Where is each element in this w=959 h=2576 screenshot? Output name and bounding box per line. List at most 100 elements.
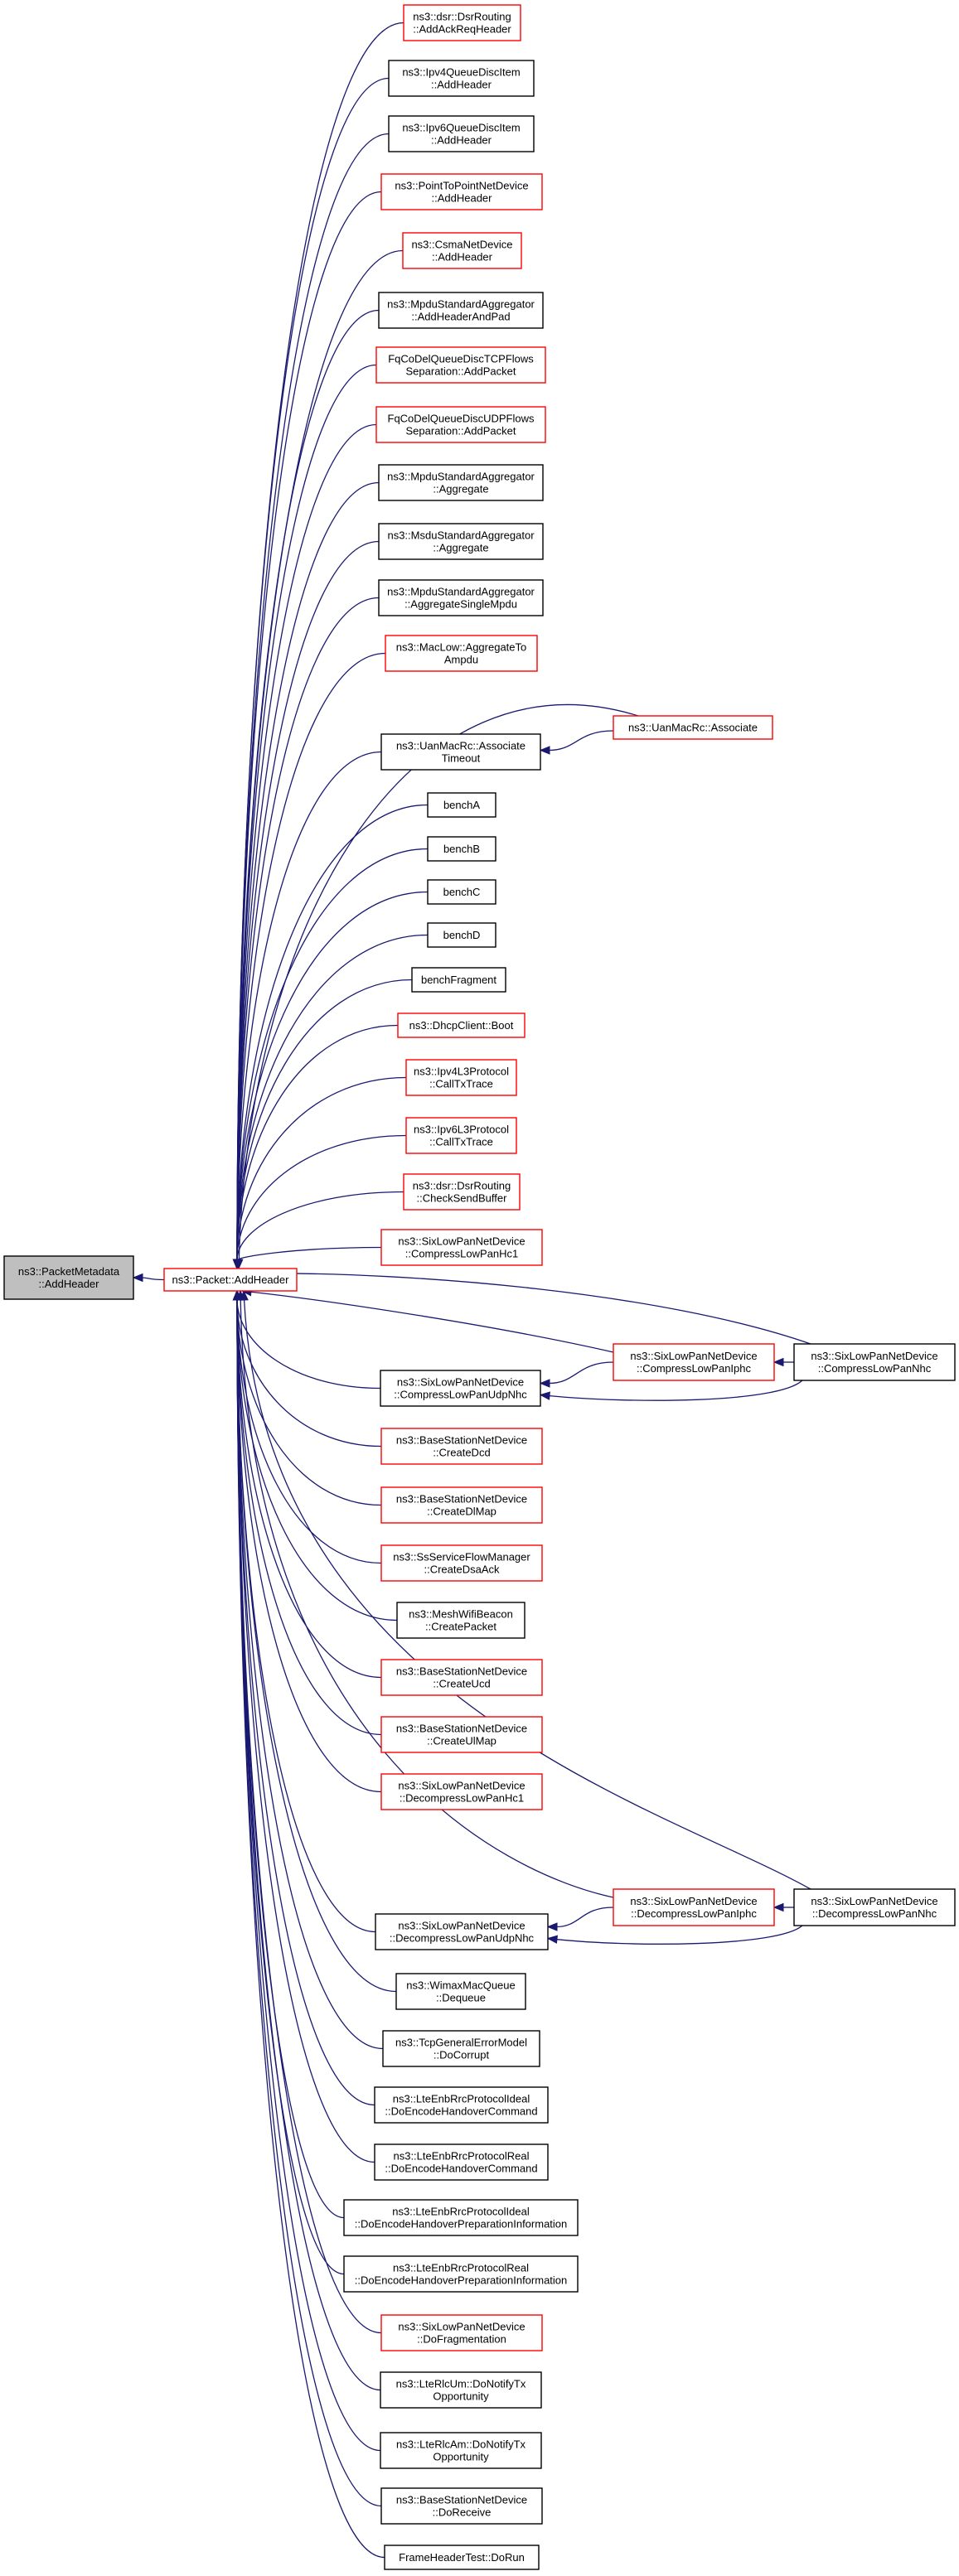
edge-line	[555, 1925, 803, 1945]
node-lteenbrrcideal-doencodehandovercommand[interactable]: ns3::LteEnbRrcProtocolIdeal::DoEncodeHan…	[374, 2086, 549, 2124]
node-label-line: ns3::Ipv6L3Protocol	[414, 1124, 509, 1136]
node-label-line: Timeout	[442, 752, 481, 765]
node-box	[375, 346, 546, 384]
node-bsnetdevice-doreceive[interactable]: ns3::BaseStationNetDevice::DoReceive	[380, 2487, 543, 2525]
node-label-line: benchA	[443, 799, 480, 811]
node-label-line: ::DoEncodeHandoverCommand	[385, 2163, 537, 2175]
node-sixlowpan-decompresslowpanudpnhc[interactable]: ns3::SixLowPanNetDevice::DecompressLowPa…	[375, 1913, 549, 1950]
edge-arrowhead	[773, 1902, 784, 1912]
node-sixlowpan-compresslowpanhc1[interactable]: ns3::SixLowPanNetDevice::CompressLowPanH…	[380, 1229, 543, 1266]
edge-line	[236, 1298, 384, 2050]
node-label-line: ::AddHeader	[39, 1278, 100, 1290]
node-label-line: benchFragment	[421, 974, 496, 986]
node-label-line: ::DoEncodeHandoverCommand	[385, 2105, 537, 2118]
node-mpdu-aggregate[interactable]: ns3::MpduStandardAggregator::Aggregate	[378, 464, 544, 501]
node-fqcodel-tcp-addpacket[interactable]: FqCoDelQueueDiscTCPFlowsSeparation::AddP…	[375, 346, 546, 384]
node-label-line: ns3::Packet::AddHeader	[172, 1274, 290, 1286]
edge-to-root	[132, 1273, 165, 1283]
edge-line	[236, 249, 404, 1261]
edge-decompressnhc-to-udpnhc	[546, 1925, 803, 1945]
node-box	[374, 2143, 549, 2181]
node-fqcodel-udp-addpacket[interactable]: FqCoDelQueueDiscUDPFlowsSeparation::AddP…	[375, 406, 546, 443]
node-box	[380, 173, 543, 210]
node-mpdu-addheaderandpad[interactable]: ns3::MpduStandardAggregator::AddHeaderAn…	[378, 292, 544, 329]
node-box	[380, 1486, 543, 1524]
node-sixlowpan-decompresslowpannhc[interactable]: ns3::SixLowPanNetDevice::DecompressLowPa…	[793, 1888, 956, 1926]
node-label-line: ::CallTxTrace	[429, 1136, 493, 1148]
node-ssserviceflow-createdsaack[interactable]: ns3::SsServiceFlowManager::CreateDsaAck	[380, 1544, 543, 1582]
node-meshwifibeacon-createpacket[interactable]: ns3::MeshWifiBeacon::CreatePacket	[396, 1602, 526, 1639]
node-label-line: ns3::Ipv4L3Protocol	[414, 1066, 509, 1078]
node-ipv6queuedisc-addheader[interactable]: ns3::Ipv6QueueDiscItem::AddHeader	[388, 115, 535, 152]
node-bencha[interactable]: benchA	[427, 792, 496, 818]
node-bsnetdevice-createdlmap[interactable]: ns3::BaseStationNetDevice::CreateDlMap	[380, 1486, 543, 1524]
edge-mpdu-aggregatesinglempdu	[232, 597, 380, 1270]
node-box	[382, 2030, 540, 2067]
edge-line	[236, 1298, 382, 2334]
node-benchb[interactable]: benchB	[427, 836, 496, 862]
node-lteenbrrcreal-doencodehandovercommand[interactable]: ns3::LteEnbRrcProtocolReal::DoEncodeHand…	[374, 2143, 549, 2181]
node-tcpgeneralerrormodel-docorrupt[interactable]: ns3::TcpGeneralErrorModel::DoCorrupt	[382, 2030, 540, 2067]
node-sixlowpan-decompresslowpanhc1[interactable]: ns3::SixLowPanNetDevice::DecompressLowPa…	[380, 1773, 543, 1810]
node-packet-addheader[interactable]: ns3::Packet::AddHeader	[163, 1268, 298, 1292]
node-label-line: ns3::LteEnbRrcProtocolIdeal	[392, 2206, 530, 2218]
edge-maclow-aggregatetoampdu	[232, 652, 386, 1270]
node-sixlowpan-decompresslowpaniphc[interactable]: ns3::SixLowPanNetDevice::DecompressLowPa…	[613, 1888, 775, 1926]
edge-line	[253, 1273, 811, 1345]
node-dsrrouting-checksendbuffer[interactable]: ns3::dsr::DsrRouting::CheckSendBuffer	[403, 1173, 521, 1211]
node-box	[380, 2487, 543, 2525]
node-box	[378, 464, 544, 501]
node-label-line: ::CreateUlMap	[427, 1735, 496, 1747]
node-p2p-addheader[interactable]: ns3::PointToPointNetDevice::AddHeader	[380, 173, 543, 210]
edge-line	[236, 1298, 375, 2106]
node-label-line: ns3::LteRlcAm::DoNotifyTx	[396, 2438, 526, 2451]
node-frameheadertest-dorun[interactable]: FrameHeaderTest::DoRun	[384, 2545, 540, 2570]
edge-line	[236, 1298, 381, 1389]
edge-benchd	[232, 934, 429, 1270]
node-label-line: ns3::BaseStationNetDevice	[396, 1665, 527, 1678]
node-dhcpclient-boot[interactable]: ns3::DhcpClient::Boot	[397, 1013, 526, 1038]
node-box	[405, 1059, 517, 1096]
node-label-line: ::AddAckReqHeader	[413, 23, 511, 36]
edge-compressiphc-to-udpnhc	[539, 1361, 614, 1388]
node-lteenbrrcideal-doencodehandoverprep[interactable]: ns3::LteEnbRrcProtocolIdeal::DoEncodeHan…	[343, 2199, 579, 2236]
node-benchc[interactable]: benchC	[427, 879, 496, 905]
node-msdu-aggregate[interactable]: ns3::MsduStandardAggregator::Aggregate	[378, 523, 544, 560]
node-ipv4queuedisc-addheader[interactable]: ns3::Ipv4QueueDiscItem::AddHeader	[388, 60, 535, 97]
node-csma-addheader[interactable]: ns3::CsmaNetDevice::AddHeader	[402, 232, 522, 269]
node-label-line: Opportunity	[433, 2390, 489, 2403]
node-sixlowpan-compresslowpaniphc[interactable]: ns3::SixLowPanNetDevice::CompressLowPanI…	[613, 1343, 775, 1381]
node-label-line: ns3::SixLowPanNetDevice	[398, 1780, 525, 1792]
node-uanmacrc-associate[interactable]: ns3::UanMacRc::Associate	[613, 715, 773, 740]
node-benchd[interactable]: benchD	[427, 922, 496, 948]
node-bsnetdevice-createdcd[interactable]: ns3::BaseStationNetDevice::CreateDcd	[380, 1428, 543, 1465]
edge-line	[236, 1298, 382, 1447]
node-label-line: ns3::LteEnbRrcProtocolIdeal	[393, 2093, 530, 2105]
node-box	[793, 1343, 956, 1381]
node-dsrrouting-addackreqheader[interactable]: ns3::dsr::DsrRouting::AddAckReqHeader	[403, 4, 521, 41]
node-box	[384, 2545, 540, 2570]
node-lteenbrrcreal-doencodehandoverprep[interactable]: ns3::LteEnbRrcProtocolReal::DoEncodeHand…	[343, 2255, 579, 2293]
node-label-line: ns3::MacLow::AggregateTo	[396, 641, 527, 654]
edge-arrowhead	[235, 1259, 244, 1270]
node-benchfragment[interactable]: benchFragment	[411, 967, 506, 993]
node-bsnetdevice-createucd[interactable]: ns3::BaseStationNetDevice::CreateUcd	[380, 1659, 543, 1696]
node-wimaxmacqueue-dequeue[interactable]: ns3::WimaxMacQueue::Dequeue	[395, 1973, 526, 2010]
node-ipv6l3-calltxtrace[interactable]: ns3::Ipv6L3Protocol::CallTxTrace	[405, 1117, 517, 1154]
node-ipv4l3-calltxtrace[interactable]: ns3::Ipv4L3Protocol::CallTxTrace	[405, 1059, 517, 1096]
node-packetmetadata-addheader[interactable]: ns3::PacketMetadata::AddHeader	[3, 1255, 134, 1300]
node-sixlowpan-compresslowpannhc[interactable]: ns3::SixLowPanNetDevice::CompressLowPanN…	[793, 1343, 956, 1381]
node-box	[380, 1428, 543, 1465]
node-sixlowpan-dofragmentation[interactable]: ns3::SixLowPanNetDevice::DoFragmentation	[380, 2314, 543, 2351]
node-label-line: ns3::MpduStandardAggregator	[387, 471, 535, 483]
node-sixlowpan-compresslowpanudpnhc[interactable]: ns3::SixLowPanNetDevice::CompressLowPanU…	[380, 1370, 541, 1407]
node-bsnetdevice-createulmap[interactable]: ns3::BaseStationNetDevice::CreateUlMap	[380, 1716, 543, 1753]
node-label-line: FqCoDelQueueDiscTCPFlows	[388, 353, 534, 365]
edge-sixlowpan-dofragmentation	[232, 1289, 382, 2334]
node-mpdu-aggregatesinglempdu[interactable]: ns3::MpduStandardAggregator::AggregateSi…	[378, 579, 544, 616]
edge-decompressiphc-to-udpnhc	[546, 1907, 614, 1931]
